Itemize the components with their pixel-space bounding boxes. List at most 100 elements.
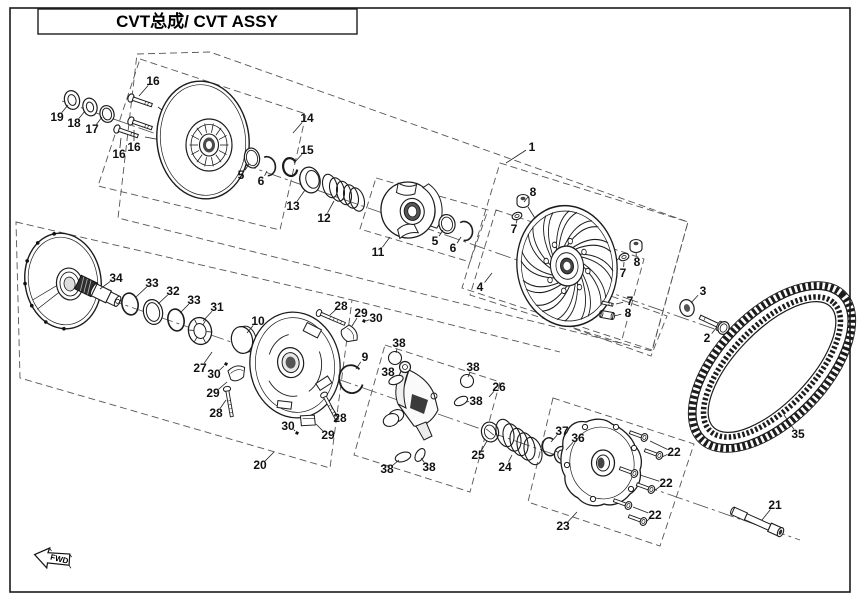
leader-line (420, 457, 425, 463)
callout-28: 28 (334, 299, 348, 313)
callout-2: 2 (704, 331, 711, 345)
leader-line (382, 236, 391, 248)
callout-8: 8 (634, 255, 641, 269)
callout-21: 21 (768, 498, 782, 512)
drive-clutch-body (249, 311, 341, 419)
circlip-37 (541, 437, 557, 457)
callout-31: 31 (210, 300, 224, 314)
callout-29: 29 (354, 306, 368, 320)
leader-line (219, 399, 227, 409)
callout-3: 3 (700, 284, 707, 298)
callout-37: 37 (555, 424, 569, 438)
callout-36: 36 (571, 431, 585, 445)
leader-line (565, 441, 574, 451)
leader-line (484, 272, 493, 283)
callout-28: 28 (209, 406, 223, 420)
callout-19: 19 (50, 110, 64, 124)
leader-line (99, 281, 111, 290)
leader-line (329, 309, 336, 316)
bolt-21 (730, 506, 785, 538)
callout-30: 30 (369, 311, 383, 325)
leader-line (567, 511, 578, 523)
washers-17-18-19 (63, 90, 115, 124)
leader-line (244, 163, 250, 171)
callout-7: 7 (511, 222, 518, 236)
callout-9: 9 (362, 350, 369, 364)
leader-line (365, 319, 370, 322)
leader-line (355, 361, 362, 370)
leader-line (78, 110, 86, 119)
bolt-22 (628, 430, 649, 442)
callout-30: 30 (281, 419, 295, 433)
callout-34: 34 (109, 271, 123, 285)
diagram-title: CVT总成/ CVT ASSY (116, 11, 278, 31)
callout-10: 10 (251, 314, 265, 328)
callout-33: 33 (187, 293, 201, 307)
leader-line (456, 236, 462, 244)
leader-line (246, 325, 254, 334)
leader-line (505, 149, 527, 164)
leader-line (392, 459, 400, 466)
leader-line (690, 294, 699, 304)
leader-line (157, 294, 168, 305)
callout-17: 17 (85, 122, 99, 136)
leader-line (392, 376, 394, 379)
callout-35: 35 (791, 427, 805, 441)
leader-line (438, 229, 444, 237)
callout-23: 23 (556, 519, 570, 533)
leader-line (293, 429, 296, 432)
leader-line (488, 390, 495, 398)
callout-1: 1 (529, 140, 536, 154)
bolts-28 (222, 309, 346, 422)
leader-line (467, 372, 471, 378)
sliders-29 (227, 324, 358, 427)
callout-24: 24 (498, 460, 512, 474)
callout-6: 6 (258, 174, 265, 188)
callout-29: 29 (206, 386, 220, 400)
callout-13: 13 (286, 199, 300, 213)
callout-18: 18 (67, 116, 81, 130)
rollers-38 (387, 350, 475, 463)
leader-line (395, 348, 398, 354)
leader-line (761, 509, 771, 521)
cvt-cover-23 (560, 418, 642, 507)
callout-38: 38 (381, 365, 395, 379)
callout-7: 7 (627, 294, 634, 308)
callout-29: 29 (321, 428, 335, 442)
drive-shaft-34 (74, 274, 122, 307)
spring-24 (495, 418, 543, 466)
sheave-14 (156, 80, 250, 200)
callout-27: 27 (193, 361, 207, 375)
one-way-clutch-11 (380, 181, 443, 240)
callout-38: 38 (469, 394, 483, 408)
leader-line (292, 122, 303, 134)
callout-5: 5 (432, 234, 439, 248)
callout-28: 28 (333, 411, 347, 425)
leader-line (96, 116, 103, 125)
callout-38: 38 (466, 360, 480, 374)
fixed-sheave-cover (23, 232, 102, 331)
callout-14: 14 (300, 111, 314, 125)
leader-line (330, 405, 337, 414)
belt-35 (687, 281, 857, 453)
callout-20: 20 (253, 458, 267, 472)
callout-33: 33 (145, 276, 159, 290)
leader-line (661, 453, 668, 458)
leader-line (61, 104, 69, 113)
callout-25: 25 (471, 448, 485, 462)
bolt-22 (612, 498, 633, 510)
bolt-22 (618, 466, 639, 478)
rings-5-6-lower (438, 213, 474, 242)
leader-line (203, 351, 213, 364)
callout-22: 22 (648, 508, 662, 522)
bolt-22 (643, 448, 664, 460)
leader-line (711, 326, 718, 334)
leader-line (653, 486, 661, 492)
diagram-border (9, 7, 851, 593)
callout-7: 7 (620, 266, 627, 280)
leader-line (135, 286, 148, 298)
title-box: CVT总成/ CVT ASSY (37, 8, 358, 35)
leader-line (515, 219, 518, 224)
bolt-2-washer-3 (679, 299, 730, 335)
